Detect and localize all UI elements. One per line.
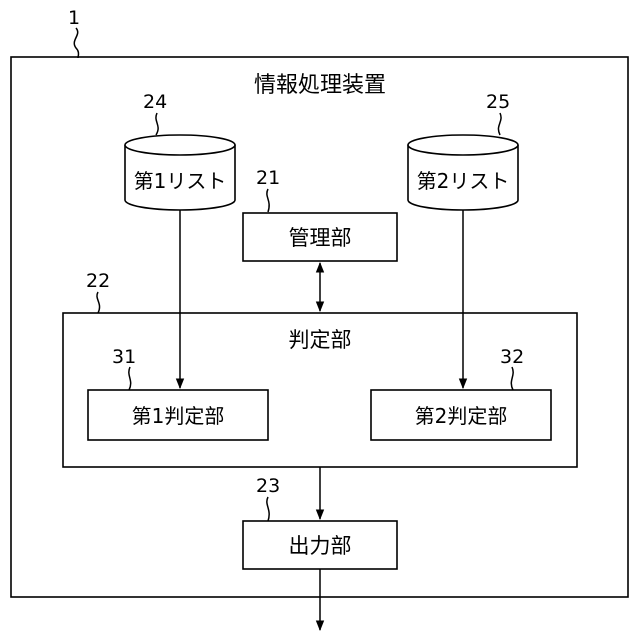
- judge1-label: 第1判定部: [132, 404, 225, 428]
- judge2-ref: 32: [500, 346, 524, 368]
- judgment-ref: 22: [86, 270, 110, 292]
- list2-label: 第2リスト: [417, 169, 510, 193]
- device-leader-line: [74, 28, 78, 58]
- list2-ref: 25: [486, 91, 510, 113]
- list1-database: 第1リスト: [125, 135, 235, 210]
- list1-ref: 24: [143, 91, 167, 113]
- judge1-ref: 31: [112, 346, 136, 368]
- judge2-label: 第2判定部: [415, 404, 508, 428]
- list2-database: 第2リスト: [408, 135, 518, 210]
- output-label: 出力部: [289, 534, 352, 558]
- management-ref: 21: [256, 167, 280, 189]
- list1-label: 第1リスト: [134, 169, 227, 193]
- output-ref: 23: [256, 475, 280, 497]
- device-title: 情報処理装置: [254, 73, 386, 98]
- device-ref: 1: [68, 7, 80, 29]
- judgment-label: 判定部: [289, 328, 352, 352]
- management-label: 管理部: [289, 226, 352, 250]
